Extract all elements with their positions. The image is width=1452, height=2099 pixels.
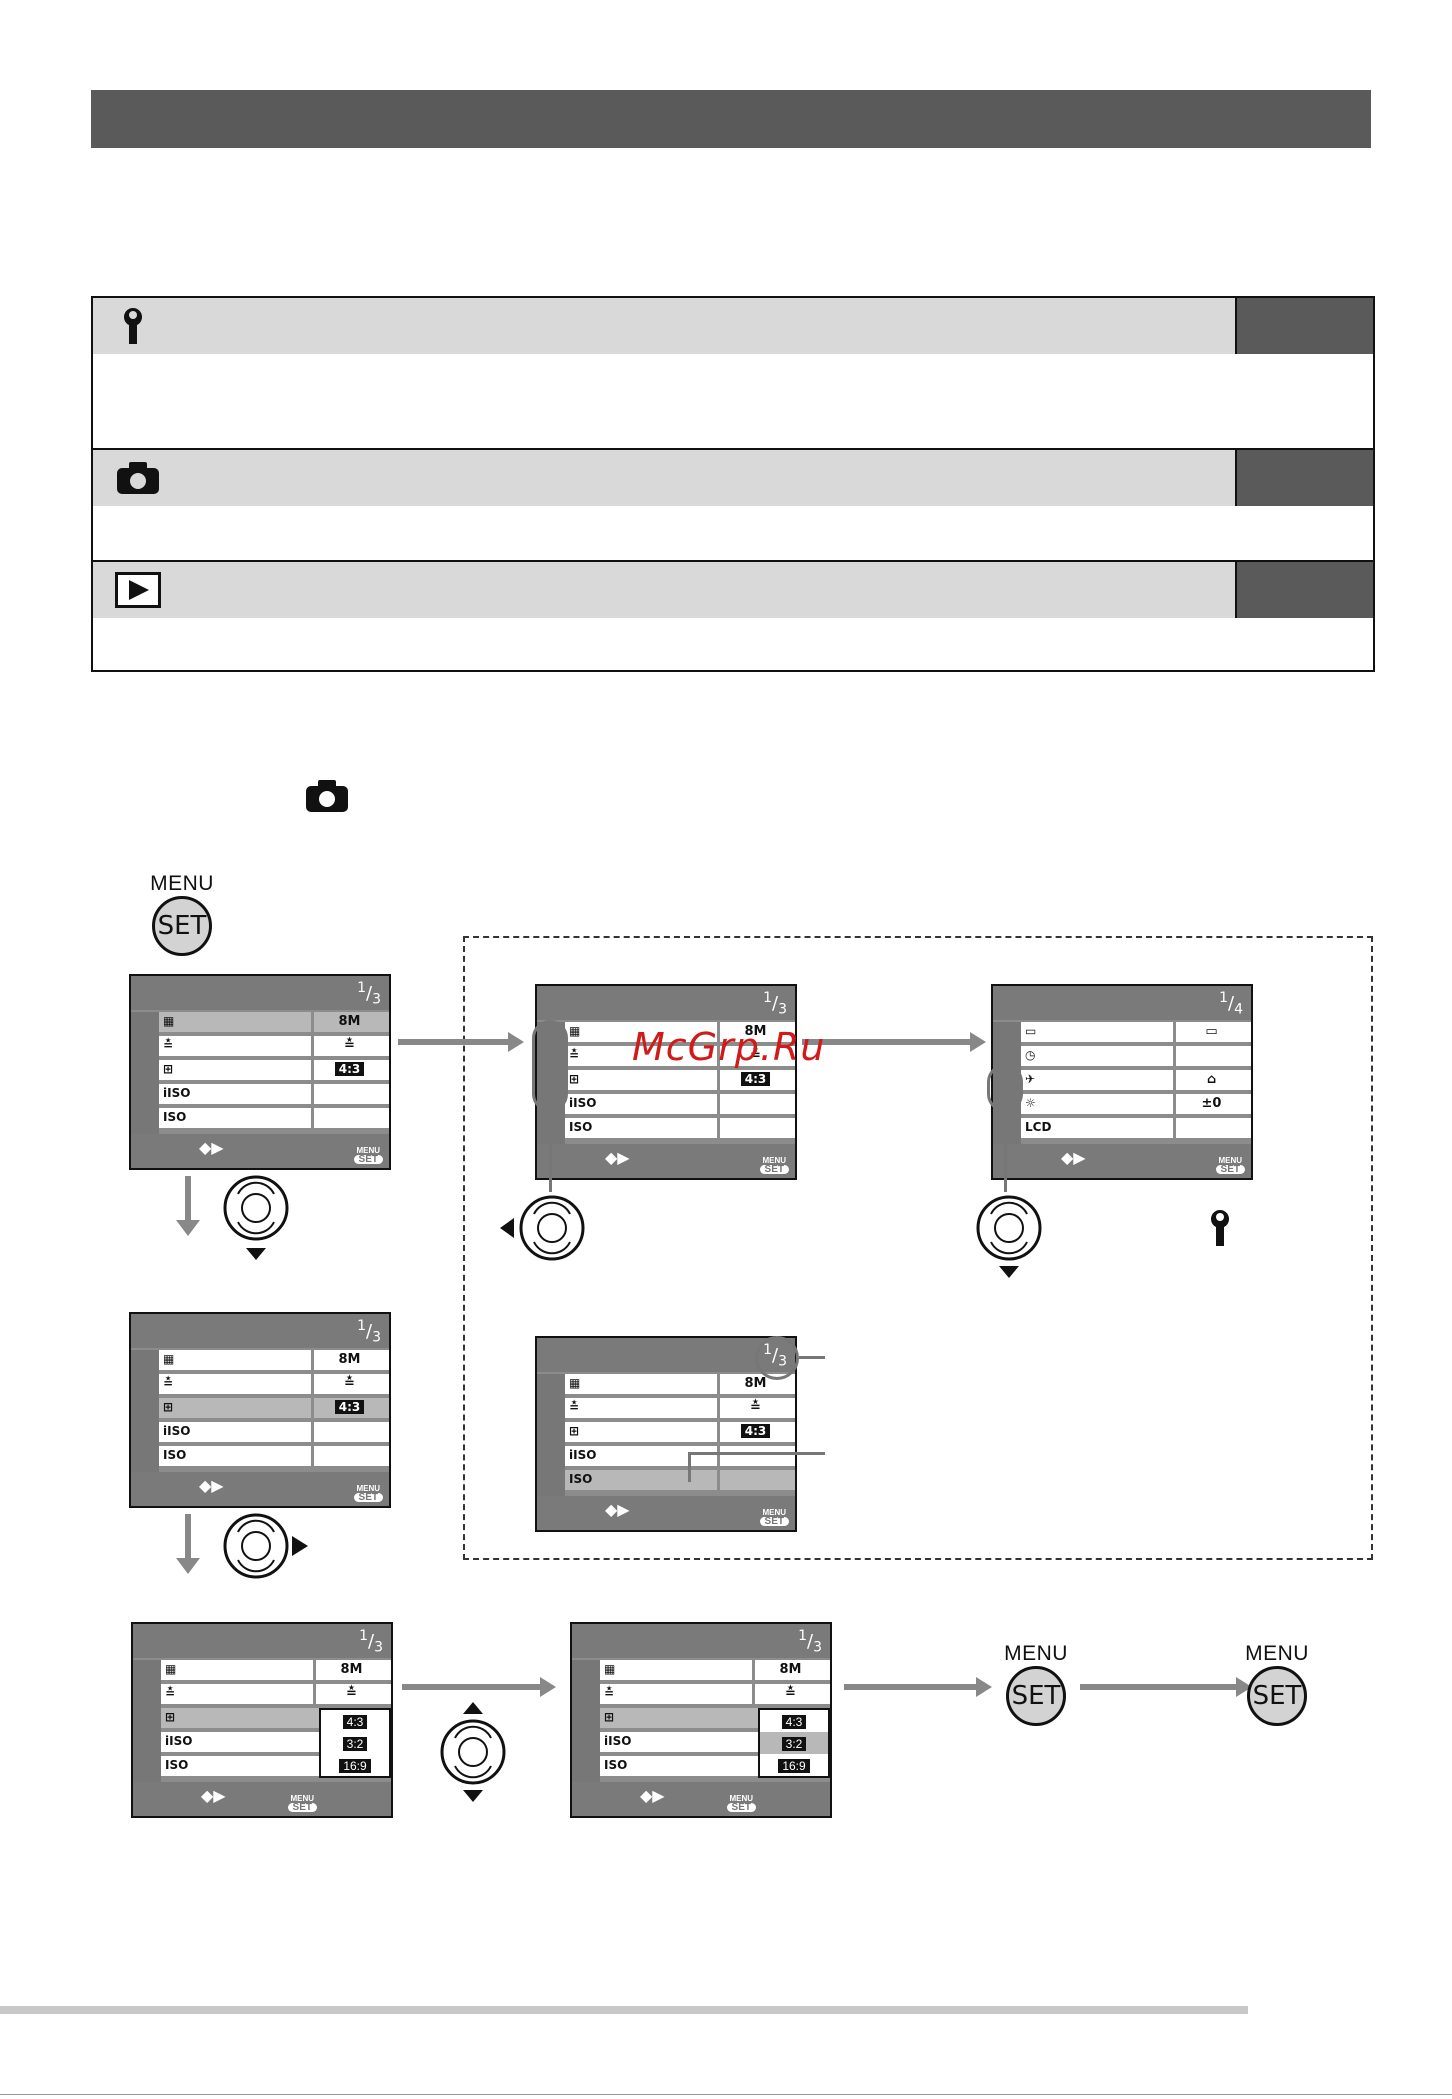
play-icon [115,572,161,608]
wrench-icon [1211,1210,1230,1246]
rec-menu-header [93,450,1235,506]
rec-menu-tab [1235,450,1373,506]
page-callout [755,1336,799,1380]
aspect-options-screen-2: 1/3 ▦8M ≛≛ ⊞ iISO ISO 4:3 3:2 16:9 ◆▶ ME… [570,1622,832,1818]
aspect-popup-2[interactable]: 4:3 3:2 16:9 [758,1708,830,1778]
watermark: McGrp.Ru [632,1025,826,1069]
cursor-dial-icon[interactable] [222,1512,312,1580]
menu-set-button[interactable]: MENU SET [1237,1642,1317,1726]
playback-menu-tab [1235,562,1373,618]
menu-set-button[interactable]: MENU SET [996,1642,1076,1726]
playback-menu-header [93,562,1235,618]
setup-menu-header [93,298,1235,354]
footer-bar [0,2006,1248,2014]
section-title-bar [91,90,1371,148]
wrench-icon [124,308,143,344]
optional-steps-box [463,936,1373,1560]
cursor-dial-icon[interactable] [498,1194,586,1262]
setup-menu-tab [1235,298,1373,354]
aspect-options-screen: 1/3 ▦8M ≛≛ ⊞ iISO ISO 4:3 3:2 16:9 ◆▶ ME… [131,1622,393,1818]
tab-highlight [532,1020,568,1112]
page-indicator: 1/3 [357,980,381,1008]
cursor-dial-icon[interactable] [222,1174,290,1260]
cursor-dial-icon[interactable] [439,1700,507,1804]
menu-set-button[interactable]: MENU SET [142,872,222,956]
camera-icon [306,780,348,812]
setup-tab-highlight [987,1064,1023,1112]
menu-type-table [91,296,1375,672]
aspect-popup[interactable]: 4:3 3:2 16:9 [319,1708,391,1778]
cursor-dial-icon[interactable] [975,1194,1043,1280]
camera-icon [117,462,159,494]
bottom-rule [0,2094,1452,2095]
